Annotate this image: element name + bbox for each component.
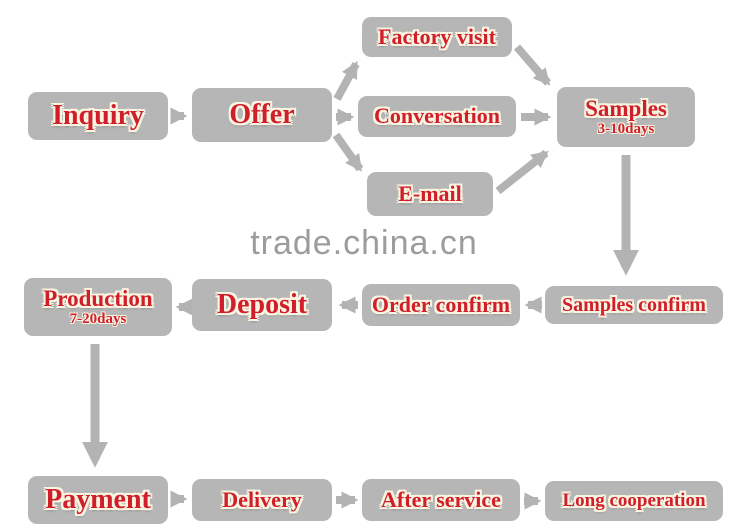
node-samples-duration: 3-10days (597, 120, 655, 137)
node-inquiry-label: Inquiry (52, 99, 144, 131)
node-deposit-label: Deposit (216, 288, 308, 320)
node-payment: Payment (28, 476, 168, 524)
arrow-offer-email (332, 132, 364, 172)
node-order-confirm: Order confirm (362, 284, 520, 326)
node-conversation: Conversation (358, 96, 516, 137)
node-long-cooperation: Long cooperation (545, 481, 723, 521)
watermark-text: trade.china.cn (250, 224, 478, 262)
node-samples: Samples 3-10days (557, 87, 695, 147)
node-factory-visit: Factory visit (362, 17, 512, 57)
node-delivery-label: Delivery (222, 486, 302, 512)
node-long-cooperation-label: Long cooperation (562, 490, 706, 512)
arrow-factory-visit-samples (513, 44, 552, 86)
arrow-offer-factory-visit (333, 61, 360, 101)
node-samples-confirm-label: Samples confirm (562, 293, 706, 316)
node-conversation-label: Conversation (374, 103, 500, 129)
node-payment-label: Payment (45, 483, 151, 515)
node-samples-label: Samples (585, 96, 667, 122)
node-production-duration: 7-20days (69, 310, 127, 327)
node-samples-confirm: Samples confirm (545, 286, 723, 324)
node-production: Production 7-20days (24, 278, 172, 336)
node-delivery: Delivery (192, 479, 332, 521)
arrow-email-samples (495, 149, 549, 195)
node-email: E-mail (367, 172, 493, 216)
node-offer: Offer (192, 88, 332, 142)
node-after-service: After service (362, 479, 520, 521)
node-deposit: Deposit (192, 279, 332, 331)
node-production-label: Production (43, 286, 153, 312)
node-offer-label: Offer (229, 98, 295, 130)
node-inquiry: Inquiry (28, 92, 168, 140)
node-order-confirm-label: Order confirm (371, 291, 511, 317)
node-factory-visit-label: Factory visit (378, 23, 496, 49)
node-email-label: E-mail (398, 180, 462, 206)
node-after-service-label: After service (381, 486, 501, 512)
